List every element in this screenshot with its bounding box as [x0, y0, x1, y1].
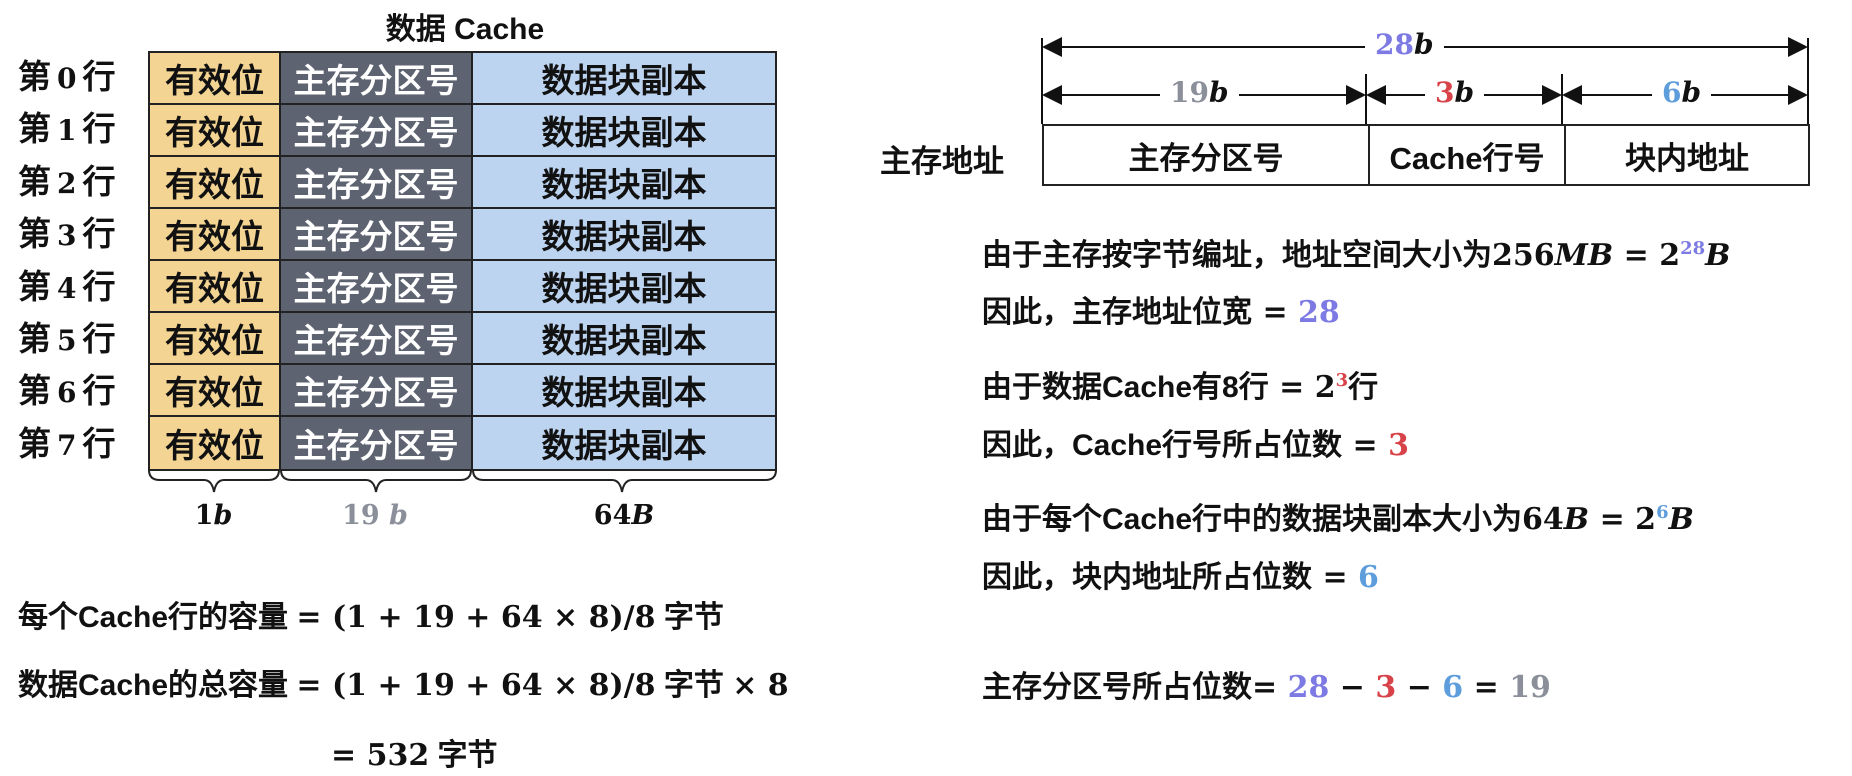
cache-title: 数据 Cache — [385, 13, 545, 46]
address-label: 主存地址 — [880, 144, 1004, 179]
explain-line-bits: 因此，Cache行号所占位数 = 3 — [982, 428, 1409, 463]
valid-bit-cell: 有效位 — [150, 157, 281, 207]
line-total: 数据Cache的总容量 = (1 + 19 + 64 × 8)/8 字节 × 8 — [18, 668, 789, 703]
explain-tag-bits: 主存分区号所占位数= 28 − 3 − 6 = 19 — [982, 670, 1551, 705]
tag-cell: 主存分区号 — [281, 313, 473, 363]
explain-offset-bits: 因此，块内地址所占位数 = 6 — [982, 560, 1379, 595]
address-format-box: 主存分区号 Cache行号 块内地址 — [1042, 124, 1810, 186]
cache-table: 有效位主存分区号数据块副本有效位主存分区号数据块副本有效位主存分区号数据块副本有… — [148, 51, 777, 471]
explain-address-space: 由于主存按字节编址，地址空间大小为256MB = 228B — [982, 238, 1731, 273]
offset-bits-label: 6b — [1652, 76, 1712, 109]
tag-cell: 主存分区号 — [281, 417, 473, 469]
valid-bit-cell: 有效位 — [150, 209, 281, 259]
explain-address-width: 因此，主存地址位宽 = 28 — [982, 295, 1340, 330]
valid-bit-cell: 有效位 — [150, 365, 281, 415]
valid-bit-cell: 有效位 — [150, 105, 281, 155]
data-block-cell: 数据块副本 — [473, 417, 775, 469]
valid-bit-cell: 有效位 — [150, 261, 281, 311]
data-block-cell: 数据块副本 — [473, 53, 775, 103]
data-block-cell: 数据块副本 — [473, 261, 775, 311]
cache-row: 有效位主存分区号数据块副本 — [150, 365, 775, 417]
brace-tag — [280, 469, 472, 493]
field-block-offset: 块内地址 — [1625, 140, 1749, 176]
size-data: 64B — [593, 500, 655, 531]
line-capacity: 每个Cache行的容量 = (1 + 19 + 64 × 8)/8 字节 — [18, 600, 724, 635]
data-block-cell: 数据块副本 — [473, 157, 775, 207]
valid-bit-cell: 有效位 — [150, 417, 281, 469]
field-line-number: Cache行号 — [1370, 126, 1566, 184]
explain-block-size: 由于每个Cache行中的数据块副本大小为64B = 26B — [982, 502, 1694, 537]
valid-bit-cell: 有效位 — [150, 313, 281, 363]
cache-row: 有效位主存分区号数据块副本 — [150, 157, 775, 209]
field-tag: 主存分区号 — [1044, 126, 1370, 184]
cache-row: 有效位主存分区号数据块副本 — [150, 313, 775, 365]
size-valid: 1b — [194, 500, 233, 531]
size-braces — [148, 469, 777, 493]
line-result: = 532 字节 — [331, 738, 498, 773]
data-block-cell: 数据块副本 — [473, 365, 775, 415]
cache-row: 有效位主存分区号数据块副本 — [150, 105, 775, 157]
data-block-cell: 数据块副本 — [473, 313, 775, 363]
brace-data — [472, 469, 777, 493]
tag-cell: 主存分区号 — [281, 365, 473, 415]
data-block-cell: 数据块副本 — [473, 105, 775, 155]
cache-row: 有效位主存分区号数据块副本 — [150, 417, 775, 469]
cache-row: 有效位主存分区号数据块副本 — [150, 209, 775, 261]
cache-row: 有效位主存分区号数据块副本 — [150, 53, 775, 105]
tag-cell: 主存分区号 — [281, 209, 473, 259]
size-tag: 19 b — [342, 500, 408, 531]
tag-cell: 主存分区号 — [281, 261, 473, 311]
cache-row: 有效位主存分区号数据块副本 — [150, 261, 775, 313]
brace-valid — [148, 469, 280, 493]
explain-cache-lines: 由于数据Cache有8行 = 23行 — [982, 370, 1379, 405]
tag-cell: 主存分区号 — [281, 53, 473, 103]
total-bits-label: 28b — [1365, 28, 1444, 61]
tag-cell: 主存分区号 — [281, 157, 473, 207]
data-block-cell: 数据块副本 — [473, 209, 775, 259]
tag-cell: 主存分区号 — [281, 105, 473, 155]
tag-bits-label: 19b — [1160, 76, 1239, 109]
valid-bit-cell: 有效位 — [150, 53, 281, 103]
line-bits-label: 3b — [1425, 76, 1485, 109]
